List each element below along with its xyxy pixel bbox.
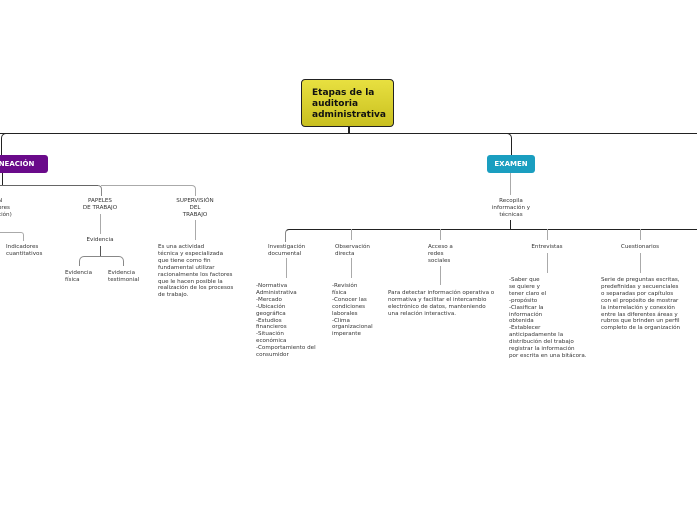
connector [351, 258, 352, 278]
investigacion-item[interactable]: Investigación documental [268, 244, 306, 257]
connector [348, 127, 350, 133]
cuestionarios-item[interactable]: Cuestionarios [620, 244, 660, 250]
connector [440, 266, 441, 285]
observacion-item[interactable]: Observación directa [335, 244, 370, 257]
connector [285, 229, 697, 242]
connector [101, 185, 196, 196]
entrevistas-desc: -Saber que se quiere y tener claro el -p… [509, 277, 587, 359]
investigacion-desc: -Normativa Administrativa -Mercado -Ubic… [256, 283, 316, 359]
connector [440, 229, 441, 240]
connector [640, 253, 641, 273]
root-node[interactable]: Etapas de la auditoria administrativa [301, 79, 394, 127]
acceso-redes-desc: Para detectar información operativa o no… [388, 290, 495, 317]
observacion-desc: -Revisión física -Conocer las condicione… [332, 283, 373, 338]
examen-node[interactable]: EXAMEN [487, 155, 535, 173]
connector [79, 256, 124, 266]
supervision-desc: Es una actividad técnica y especializada… [158, 244, 234, 299]
connector [195, 220, 196, 240]
connector [547, 253, 548, 273]
entrevistas-item[interactable]: Entrevistas [531, 244, 563, 250]
supervision-item[interactable]: SUPERVISIÓN DEL TRABAJO [176, 198, 214, 218]
connector [510, 220, 512, 229]
connector [286, 258, 287, 278]
planeacion-label: PLANEACIÓN [0, 160, 35, 168]
indicadores-item[interactable]: Indicadores cuantitativos [6, 244, 43, 257]
papeles-item[interactable]: PAPELES DE TRABAJO [82, 198, 118, 211]
recopila-item[interactable]: Recopila información y técnicas [491, 198, 531, 218]
connector [0, 133, 697, 135]
cuestionarios-desc: Serie de preguntas escritas, predefinida… [601, 277, 681, 332]
partial-item[interactable]: N ores ción) [0, 198, 12, 218]
examen-label: EXAMEN [494, 160, 528, 168]
connector [510, 173, 511, 195]
acceso-redes-item[interactable]: Acceso a redes sociales [428, 244, 453, 264]
connector [100, 246, 101, 257]
connector [98, 185, 102, 196]
connector [100, 214, 101, 234]
connector [0, 185, 98, 186]
planeacion-node[interactable]: PLANEACIÓN [0, 155, 48, 173]
connector [640, 229, 641, 240]
connector [547, 229, 548, 240]
connector [504, 133, 512, 156]
connector [1, 133, 8, 156]
evidencia-item[interactable]: Evidencia [86, 237, 114, 243]
connector [0, 232, 24, 241]
evidencia-testimonial-item[interactable]: Evidencia testimonial [108, 270, 140, 283]
connector [351, 229, 352, 240]
connector [2, 173, 4, 185]
evidencia-fisica-item[interactable]: Evidencia física [65, 270, 92, 283]
